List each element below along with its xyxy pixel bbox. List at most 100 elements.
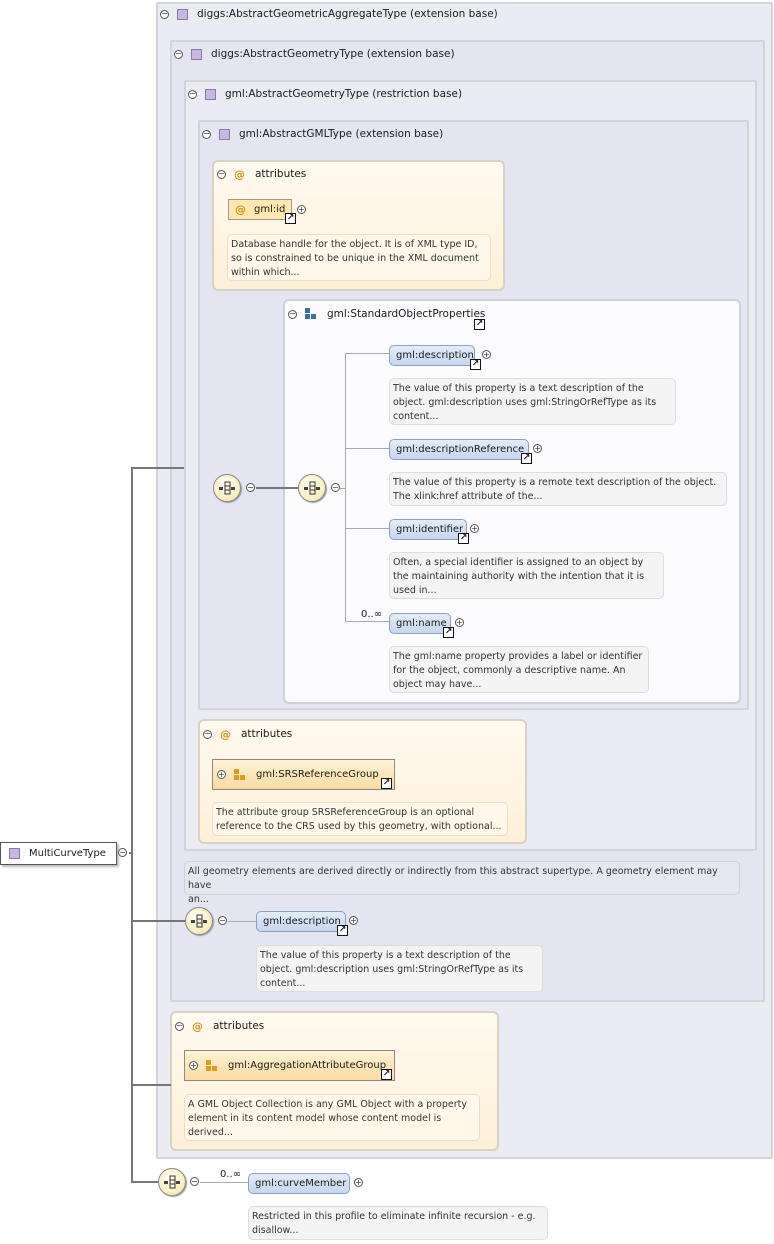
attribute-icon: @ <box>234 167 245 181</box>
sequence-compositor-icon[interactable] <box>185 907 213 935</box>
attribute-group-icon <box>206 1059 218 1072</box>
collapse-toggle[interactable]: − <box>174 49 183 59</box>
doc-line: The value of this property is a remote t… <box>393 477 717 488</box>
geometry-type-label: diggs:AbstractGeometryType (extension ba… <box>211 48 455 60</box>
element-gml-curve-member[interactable]: gml:curveMember <box>248 1173 350 1194</box>
element-label: gml:name <box>396 618 447 629</box>
gml-id-label: gml:id <box>254 204 286 215</box>
arrow-icon[interactable]: ↗ <box>521 453 532 464</box>
arrow-icon[interactable]: ↗ <box>470 359 481 370</box>
standard-object-properties-header: − gml:StandardObjectProperties <box>288 306 485 322</box>
connector <box>345 353 390 354</box>
expand-toggle[interactable]: + <box>470 523 479 533</box>
expand-toggle[interactable]: + <box>455 617 464 627</box>
element-gml-name[interactable]: gml:name <box>389 613 451 634</box>
collapse-toggle[interactable]: − <box>217 169 226 179</box>
gml-geometry-type-header: − gml:AbstractGeometryType (restriction … <box>188 86 462 102</box>
expand-toggle[interactable]: + <box>189 1060 198 1070</box>
root-multicurve-type[interactable]: MultiCurveType <box>0 842 117 865</box>
doc-line: Restricted in this profile to eliminate … <box>252 1211 536 1222</box>
sequence-icon <box>304 481 320 495</box>
collapse-toggle[interactable]: − <box>203 729 212 739</box>
tree-connector <box>131 1181 159 1183</box>
arrow-icon[interactable]: ↗ <box>381 1069 392 1080</box>
complex-type-icon <box>177 8 188 20</box>
doc-line: disallow... <box>252 1225 299 1236</box>
cardinality-label: 0..∞ <box>361 609 383 620</box>
collapse-toggle[interactable]: − <box>190 1176 199 1186</box>
srs-reference-group-label: gml:SRSReferenceGroup <box>256 769 379 780</box>
doc-line: The attribute group SRSReferenceGroup is… <box>216 807 475 818</box>
doc-line: The value of this property is a text des… <box>260 950 511 961</box>
arrow-icon[interactable]: ↗ <box>458 533 469 544</box>
srs-reference-group[interactable]: + gml:SRSReferenceGroup <box>212 759 395 790</box>
doc-line: derived... <box>188 1127 233 1138</box>
tree-connector <box>131 467 184 469</box>
aggregation-attribute-group[interactable]: + gml:AggregationAttributeGroup <box>184 1050 395 1081</box>
element-label: gml:curveMember <box>255 1178 347 1189</box>
connector <box>345 528 390 529</box>
arrow-icon[interactable]: ↗ <box>443 627 454 638</box>
collapse-toggle[interactable]: − <box>331 482 340 492</box>
cardinality-label: 0..∞ <box>220 1169 242 1180</box>
doc-line: object. gml:description uses gml:StringO… <box>260 964 524 975</box>
attribute-icon: @ <box>192 1019 203 1033</box>
arrow-icon[interactable]: ↗ <box>337 925 348 936</box>
doc-line: content... <box>393 411 439 422</box>
expand-toggle[interactable]: + <box>533 443 542 453</box>
element-doc: Often, a special identifier is assigned … <box>389 552 664 599</box>
group-icon <box>305 308 317 320</box>
sequence-compositor-icon[interactable] <box>298 474 326 502</box>
arrow-icon[interactable]: ↗ <box>285 213 296 224</box>
doc-line: element in its content model whose conte… <box>188 1113 442 1124</box>
element-gml-identifier[interactable]: gml:identifier <box>389 519 467 540</box>
collapse-toggle[interactable]: − <box>160 9 169 19</box>
element-label: gml:description <box>396 350 474 361</box>
collapse-toggle[interactable]: − <box>218 915 227 925</box>
connector <box>345 353 346 621</box>
gml-id-attribute[interactable]: @ gml:id <box>228 199 292 220</box>
collapse-toggle[interactable]: − <box>188 89 197 99</box>
attributes-label: attributes <box>255 168 307 180</box>
root-label: MultiCurveType <box>29 848 106 859</box>
expand-toggle[interactable]: + <box>354 1177 363 1187</box>
sequence-icon <box>191 914 207 928</box>
complex-type-icon <box>205 88 216 100</box>
collapse-toggle[interactable]: − <box>202 129 211 139</box>
element-gml-description-reference[interactable]: gml:descriptionReference <box>389 439 529 460</box>
complex-type-icon <box>9 848 20 859</box>
doc-line: Database handle for the object. It is of… <box>231 239 478 250</box>
attributes-header: − @ attributes <box>175 1018 264 1034</box>
expand-toggle[interactable]: + <box>217 769 226 779</box>
connector <box>345 448 390 449</box>
doc-line: so is constrained to be unique in the XM… <box>231 253 479 264</box>
doc-line: A GML Object Collection is any GML Objec… <box>188 1099 467 1110</box>
standard-object-properties-label: gml:StandardObjectProperties <box>327 308 486 320</box>
collapse-toggle[interactable]: − <box>288 309 297 319</box>
expand-toggle[interactable]: + <box>349 915 358 925</box>
collapse-toggle[interactable]: − <box>175 1021 184 1031</box>
element-gml-description[interactable]: gml:description <box>389 345 475 366</box>
element-label: gml:identifier <box>396 524 464 535</box>
aggregate-type-label: diggs:AbstractGeometricAggregateType (ex… <box>197 8 498 20</box>
connector <box>340 488 346 489</box>
doc-line: for the object, commonly a descriptive n… <box>393 665 626 676</box>
connector <box>256 487 300 489</box>
element-label: gml:description <box>263 916 341 927</box>
arrow-icon[interactable]: ↗ <box>474 319 485 330</box>
sequence-icon <box>164 1175 180 1189</box>
doc-line: object. gml:description uses gml:StringO… <box>393 397 657 408</box>
collapse-toggle[interactable]: − <box>246 482 255 492</box>
expand-toggle[interactable]: + <box>482 349 491 359</box>
expand-toggle[interactable]: + <box>297 204 306 214</box>
arrow-icon[interactable]: ↗ <box>381 778 392 789</box>
doc-line: The xlink:href attribute of the... <box>393 491 543 502</box>
collapse-toggle[interactable]: − <box>118 847 127 857</box>
element-gml-description-2[interactable]: gml:description <box>256 911 346 932</box>
doc-line: The gml:name property provides a label o… <box>393 651 643 662</box>
tree-connector <box>131 920 186 922</box>
attributes-label: attributes <box>241 728 293 740</box>
sequence-compositor-icon[interactable] <box>213 474 241 502</box>
sequence-compositor-icon[interactable] <box>158 1168 186 1196</box>
gml-id-doc: Database handle for the object. It is of… <box>227 234 491 281</box>
